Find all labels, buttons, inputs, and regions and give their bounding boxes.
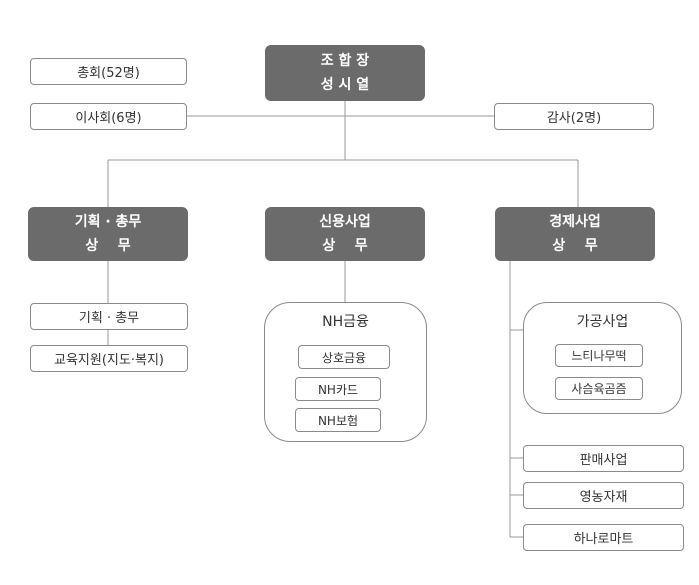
economic-item-sales: 판매사업 [523,445,684,472]
nh-finance-title: NH금융 [322,314,369,330]
processing-item-rice-cake: 느티나무떡 [555,344,643,367]
economic-item-label: 영농자재 [579,490,628,505]
processing-title: 가공사업 [576,314,629,330]
general-assembly-box: 총회(52명) [30,58,187,85]
economic-dept-line2: 상 무 [552,238,598,254]
economic-dept-line1: 경제사업 [549,214,601,230]
planning-dept-box: 기획 · 총무 상 무 [28,207,188,261]
board-label: 이사회(6명) [75,111,142,126]
economic-item-label: 판매사업 [579,453,628,468]
general-assembly-label: 총회(52명) [77,66,140,81]
credit-dept-line1: 신용사업 [319,214,371,230]
credit-item-nh-insurance: NH보험 [295,408,381,432]
economic-item-hanaro-mart: 하나로마트 [523,524,684,551]
chief-name: 성 시 열 [320,77,370,93]
credit-item-label: NH카드 [317,382,359,397]
board-box: 이사회(6명) [30,103,187,130]
planning-item-box: 기획 · 총무 [30,303,188,330]
credit-item-label: NH보험 [317,413,359,428]
economic-item-farm-supplies: 영농자재 [523,482,684,509]
economic-item-label: 하나로마트 [573,532,634,547]
education-support-label: 교육지원(지도·복지) [54,353,164,368]
credit-dept-box: 신용사업 상 무 [265,207,425,261]
education-support-box: 교육지원(지도·복지) [30,345,188,372]
credit-item-nh-card: NH카드 [295,377,381,401]
auditor-label: 감사(2명) [546,111,602,126]
chief-box: 조 합 장 성 시 열 [265,45,425,101]
planning-item-label: 기획 · 총무 [78,311,140,326]
planning-dept-line1: 기획 · 총무 [74,214,142,230]
chief-title: 조 합 장 [320,53,370,69]
processing-item-label: 느티나무떡 [571,349,627,363]
credit-dept-line2: 상 무 [322,238,368,254]
planning-dept-line2: 상 무 [85,238,131,254]
auditor-box: 감사(2명) [494,103,654,130]
credit-item-label: 상호금융 [321,350,367,365]
economic-dept-box: 경제사업 상 무 [495,207,655,261]
processing-item-venison: 사슴육곰즘 [555,377,643,400]
credit-item-mutual-finance: 상호금융 [298,345,390,369]
processing-item-label: 사슴육곰즘 [571,382,627,396]
